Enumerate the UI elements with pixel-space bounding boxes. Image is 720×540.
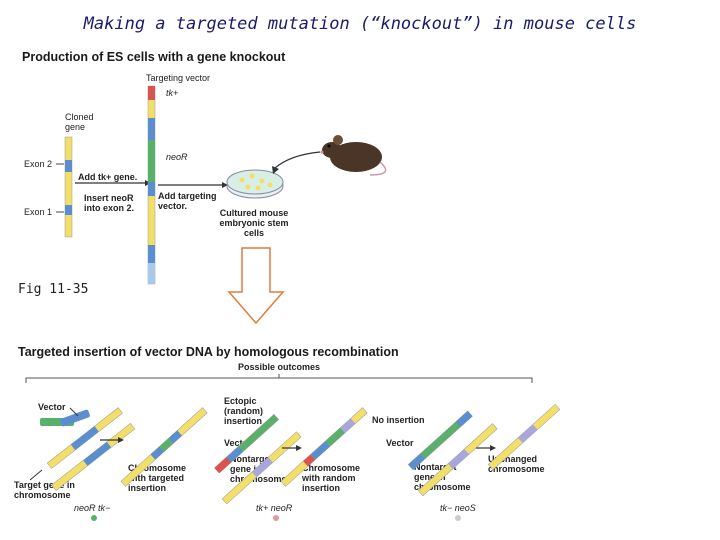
insert-neo-label: Insert neoR into exon 2.: [84, 193, 135, 213]
vector-label-2: Vector: [224, 438, 252, 448]
unchanged-chromosome-label: Unchanged chromosome: [488, 454, 545, 474]
chromosome-targeted: [120, 407, 208, 487]
vector-label-3: Vector: [386, 438, 414, 448]
genotype-targeted: neoR tk−: [74, 503, 111, 513]
ectopic-label: Ectopic (random) insertion: [224, 396, 263, 426]
cultured-cells-label: Cultured mouse embryonic stem cells: [219, 208, 289, 238]
colony-green: [91, 515, 97, 521]
chromosome-random-label: Chromosome with random insertion: [302, 463, 361, 493]
cloned-gene-chromosome: [64, 136, 73, 238]
exon1-label: Exon 1: [24, 207, 53, 217]
colony-gray: [455, 515, 461, 521]
chromosome-targeted-label: Chromosome with targeted insertion: [128, 463, 187, 493]
possible-outcomes-label: Possible outcomes: [238, 362, 321, 372]
figure-reference: Fig 11-35: [18, 282, 89, 297]
target-gene-label: Target gene in chromosome: [14, 480, 75, 500]
mouse-illustration: [320, 135, 387, 176]
bottom-panel-heading: Targeted insertion of vector DNA by homo…: [18, 345, 399, 359]
cloned-gene-label: Cloned gene: [65, 112, 94, 132]
no-insertion-label: No insertion: [372, 415, 425, 425]
exon2-label: Exon 2: [24, 159, 53, 169]
nontarget-gene-label-1: Nontarget gene in chromosome: [230, 454, 287, 484]
colony-red: [273, 515, 279, 521]
neo-r-label: neoR: [166, 152, 188, 162]
top-panel-heading: Production of ES cells with a gene knock…: [22, 50, 286, 64]
outcome-random: [214, 413, 302, 505]
add-vector-label: Add targeting vector.: [158, 191, 217, 211]
add-tk-label: Add tk+ gene.: [78, 172, 138, 182]
genotype-random: tk+ neoR: [256, 503, 293, 513]
slide-title: Making a targeted mutation (“knockout”) …: [83, 14, 637, 34]
targeting-vector-chromosome: [147, 85, 156, 285]
down-arrow: [227, 247, 285, 325]
culture-dish: [226, 169, 284, 199]
vector-label-1: Vector: [38, 402, 66, 412]
nontarget-gene-label-2: Nontarget gene in chromosome: [414, 462, 471, 492]
chromosome-random: [280, 407, 368, 487]
chromosome-unchanged: [487, 403, 561, 471]
outcome-no-insertion: [407, 410, 498, 497]
tk-plus-label: tk+: [166, 88, 179, 98]
genotype-unchanged: tk− neoS: [440, 503, 476, 513]
targeting-vector-label: Targeting vector: [146, 73, 211, 83]
